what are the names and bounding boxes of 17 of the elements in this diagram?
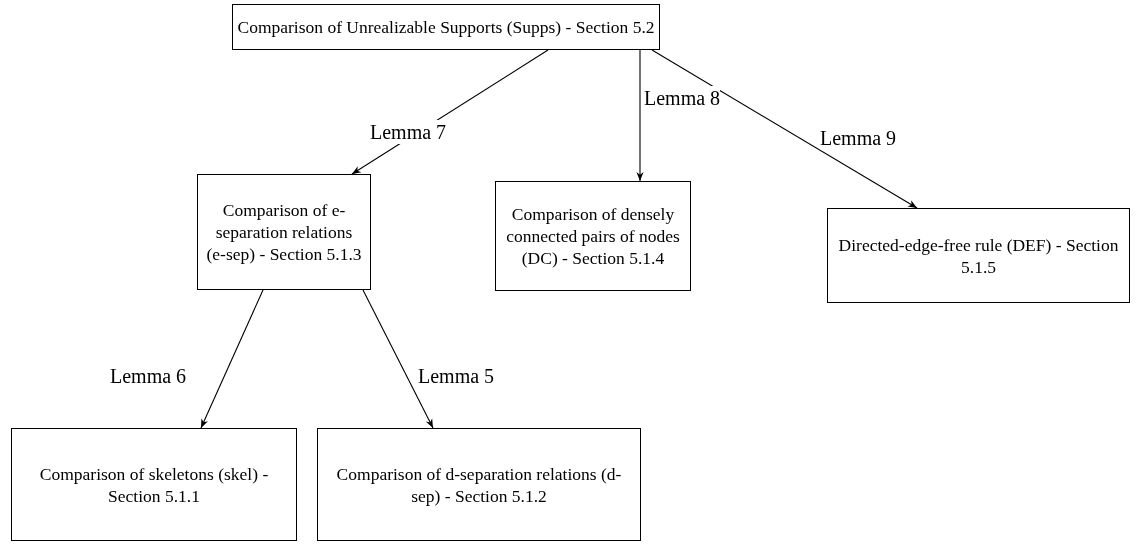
- process-box: [11, 428, 297, 541]
- process-box: [495, 181, 691, 291]
- node-text: Comparison of Unrealizable Supports (Supps) - Section 5.2: [236, 16, 656, 38]
- node-text: Comparison of e-separation relations (e-sep) - Section 5.1.3: [205, 199, 363, 265]
- arrow: [651, 49, 918, 209]
- node-text: Comparison of d-separation relations (d-sep) - Section 5.1.2: [335, 462, 623, 507]
- arrow: [362, 289, 434, 429]
- process-box: [197, 174, 371, 290]
- process-box: [232, 4, 660, 50]
- process-box: [827, 208, 1130, 303]
- node-text: Comparison of densely connected pairs of nodes (DC) - Section 5.1.4: [505, 203, 681, 269]
- node-text: Directed-edge-free rule (DEF) - Section 5.1.5: [837, 233, 1120, 278]
- process-box: [317, 428, 641, 541]
- node-text: Comparison of skeletons (skel) - Section 5.1.1: [38, 462, 270, 507]
- edge-label: Lemma 7: [370, 120, 447, 144]
- arrow: [200, 289, 264, 429]
- arrow: [636, 49, 644, 182]
